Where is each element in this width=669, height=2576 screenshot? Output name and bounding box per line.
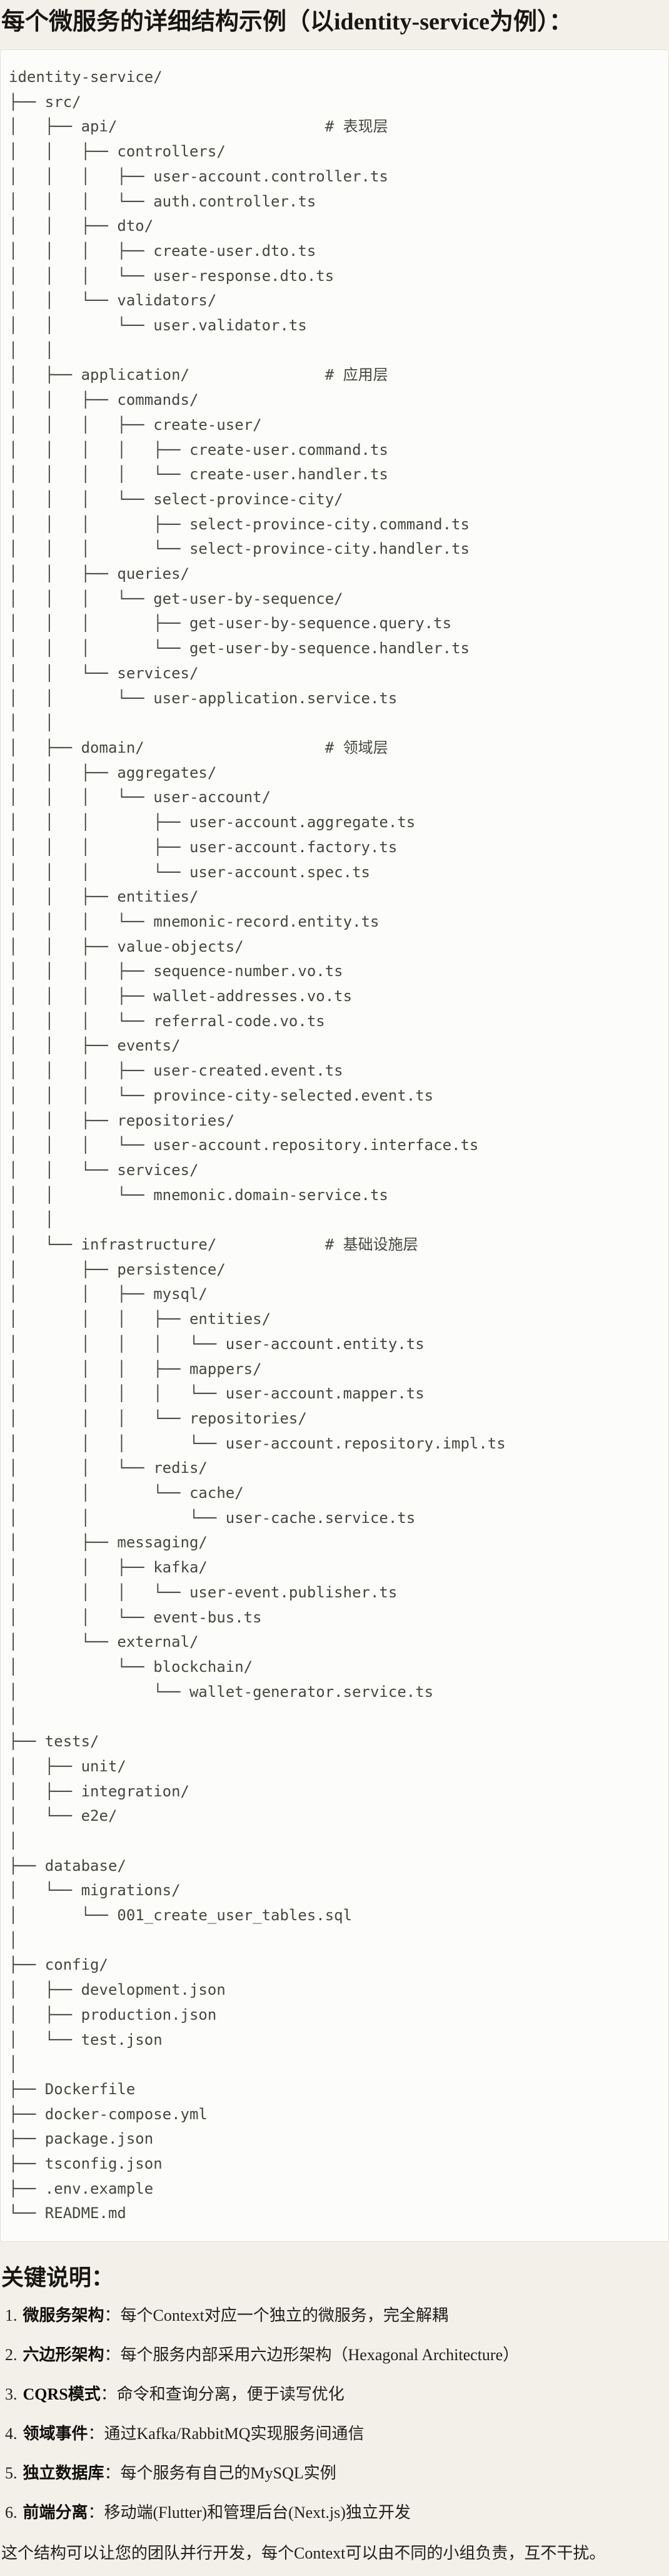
item-number: 4. (5, 2425, 18, 2443)
item-term: 领域事件 (23, 2425, 88, 2443)
list-item: 4. 领域事件：通过Kafka/RabbitMQ实现服务间通信 (5, 2423, 669, 2445)
item-number: 2. (5, 2346, 18, 2365)
item-number: 1. (5, 2306, 18, 2325)
list-item: 1. 微服务架构：每个Context对应一个独立的微服务，完全解耦 (5, 2305, 669, 2326)
item-number: 5. (5, 2464, 18, 2483)
item-term: 六边形架构 (23, 2346, 104, 2365)
item-desc: ：通过Kafka/RabbitMQ实现服务间通信 (88, 2425, 365, 2443)
section-heading: 关键说明： (1, 2265, 114, 2291)
item-term: 前端分离 (23, 2503, 88, 2522)
item-desc: ：每个Context对应一个独立的微服务，完全解耦 (104, 2306, 448, 2325)
list-item: 6. 前端分离：移动端(Flutter)和管理后台(Next.js)独立开发 (5, 2502, 669, 2523)
list-item: 5. 独立数据库：每个服务有自己的MySQL实例 (5, 2463, 669, 2484)
key-notes-list: 1. 微服务架构：每个Context对应一个独立的微服务，完全解耦 2. 六边形架构… (0, 2305, 669, 2523)
page-title: 每个微服务的详细结构示例（以identity-service为例）： (1, 9, 573, 35)
item-term: CQRS模式 (23, 2385, 101, 2404)
item-number: 6. (5, 2503, 18, 2522)
item-desc: ：每个服务有自己的MySQL实例 (104, 2464, 336, 2483)
item-term: 微服务架构 (23, 2306, 104, 2325)
code-block: identity-service/ ├── src/ │ ├── api/ # … (0, 49, 669, 2243)
item-term: 独立数据库 (23, 2464, 104, 2483)
list-item: 3. CQRS模式：命令和查询分离，便于读写优化 (5, 2384, 669, 2405)
item-number: 3. (5, 2385, 18, 2404)
closing-paragraph: 这个结构可以让您的团队并行开发，每个Context可以由不同的小组负责，互不干扰… (1, 2544, 606, 2563)
item-desc: ：移动端(Flutter)和管理后台(Next.js)独立开发 (88, 2503, 411, 2522)
directory-tree: identity-service/ ├── src/ │ ├── api/ # … (9, 68, 506, 2222)
item-desc: ：命令和查询分离，便于读写优化 (100, 2385, 345, 2404)
list-item: 2. 六边形架构：每个服务内部采用六边形架构（Hexagonal Architec… (5, 2344, 669, 2366)
item-desc: ：每个服务内部采用六边形架构（Hexagonal Architecture） (104, 2346, 520, 2365)
